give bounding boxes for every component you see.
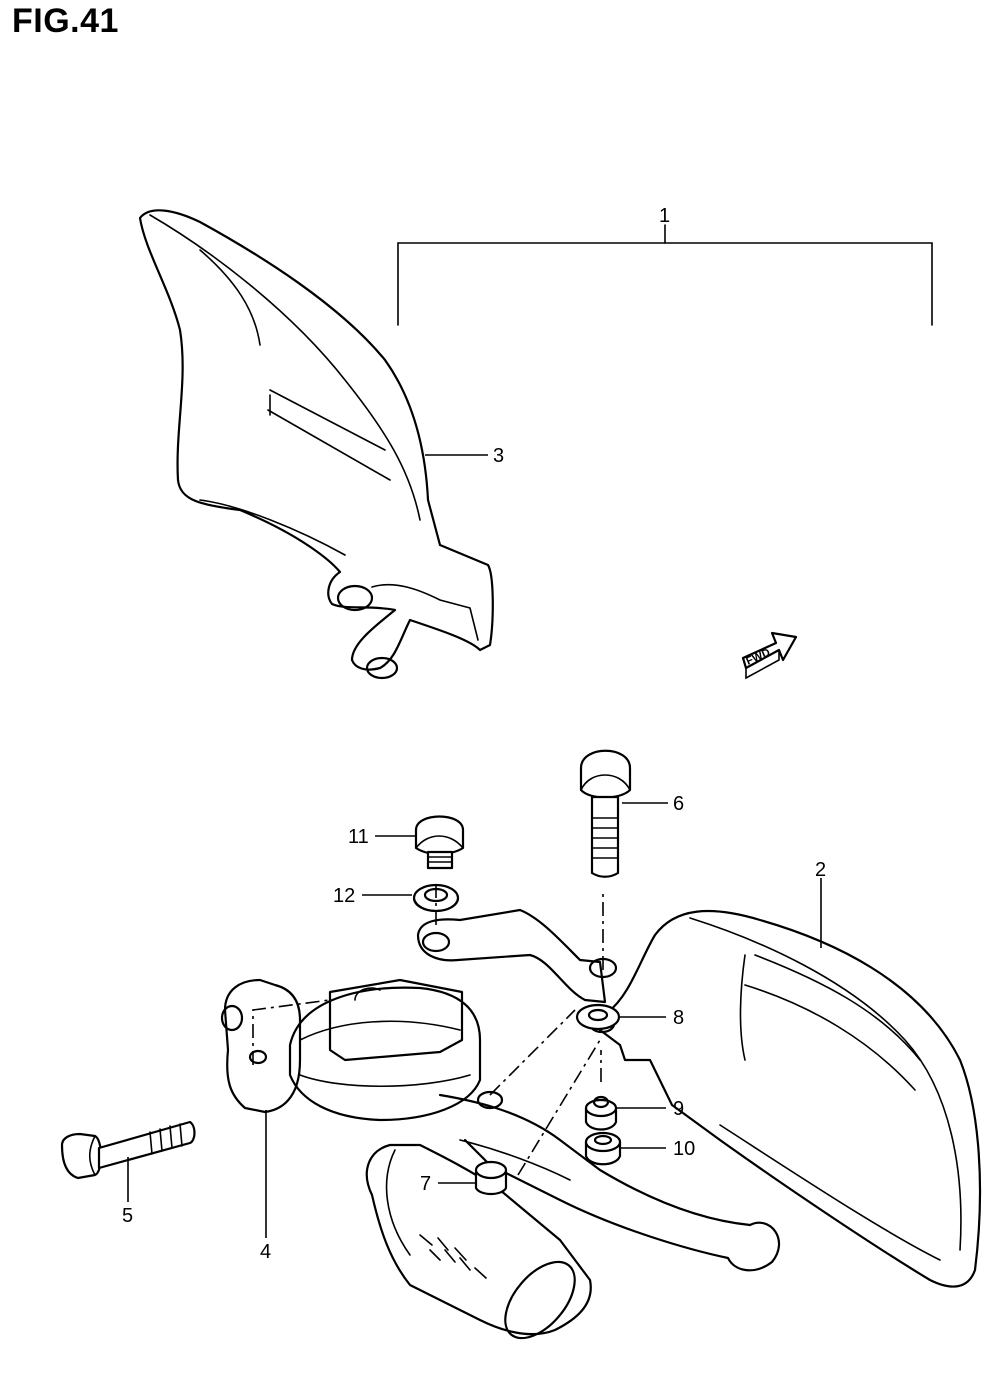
bolt-5: [60, 1120, 196, 1180]
callout-4: 4: [260, 1241, 271, 1263]
bolt-6: [579, 749, 632, 878]
kit-bracket: [397, 224, 933, 326]
leader-lines: [127, 454, 822, 1238]
callout-12: 12: [333, 885, 355, 907]
lever-assembly-4: [220, 978, 781, 1272]
callout-2: 2: [815, 859, 826, 881]
spacer-10: [584, 1131, 622, 1166]
handlebar-grip: [365, 1143, 592, 1340]
callout-8: 8: [673, 1007, 684, 1029]
bolt-11: [414, 815, 465, 870]
fwd-label: FWD: [744, 647, 772, 668]
right-hand-guard: [416, 908, 982, 1288]
collar-8: [575, 1003, 621, 1031]
nut-9: [584, 1095, 618, 1131]
callout-1: 1: [659, 205, 670, 227]
forward-direction-indicator: FWD: [741, 631, 798, 680]
callout-11: 11: [348, 826, 369, 848]
alignment-lines: [252, 885, 604, 1176]
callout-5: 5: [122, 1205, 133, 1227]
callout-10: 10: [673, 1138, 695, 1160]
callout-3: 3: [493, 445, 504, 467]
callout-7: 7: [420, 1173, 431, 1195]
callout-6: 6: [673, 793, 684, 815]
callout-9: 9: [673, 1098, 684, 1120]
left-hand-guard: [138, 209, 494, 680]
figure-title: FIG.41: [12, 2, 119, 40]
